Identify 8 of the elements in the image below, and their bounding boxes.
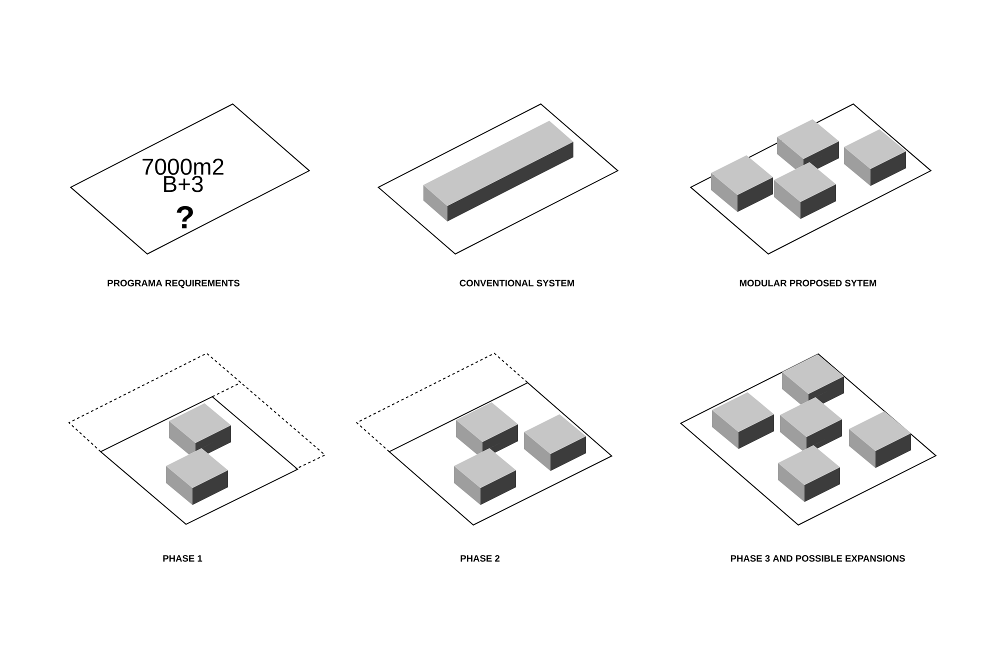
area-label: 7000m2 B+3: [142, 158, 224, 192]
question-mark: ?: [176, 206, 193, 228]
node-label: PHASE 1: [163, 555, 202, 562]
node-label: PROGRAMA REQUIREMENTS: [108, 280, 240, 288]
node-label: MODULAR PROPOSED SYTEM: [740, 280, 876, 286]
node-label: CONVENTIONAL SYSTEM: [460, 280, 574, 286]
node-label: PHASE 3 AND POSSIBLE EXPANSIONS: [730, 555, 905, 562]
node-label: PHASE 2: [460, 555, 500, 562]
